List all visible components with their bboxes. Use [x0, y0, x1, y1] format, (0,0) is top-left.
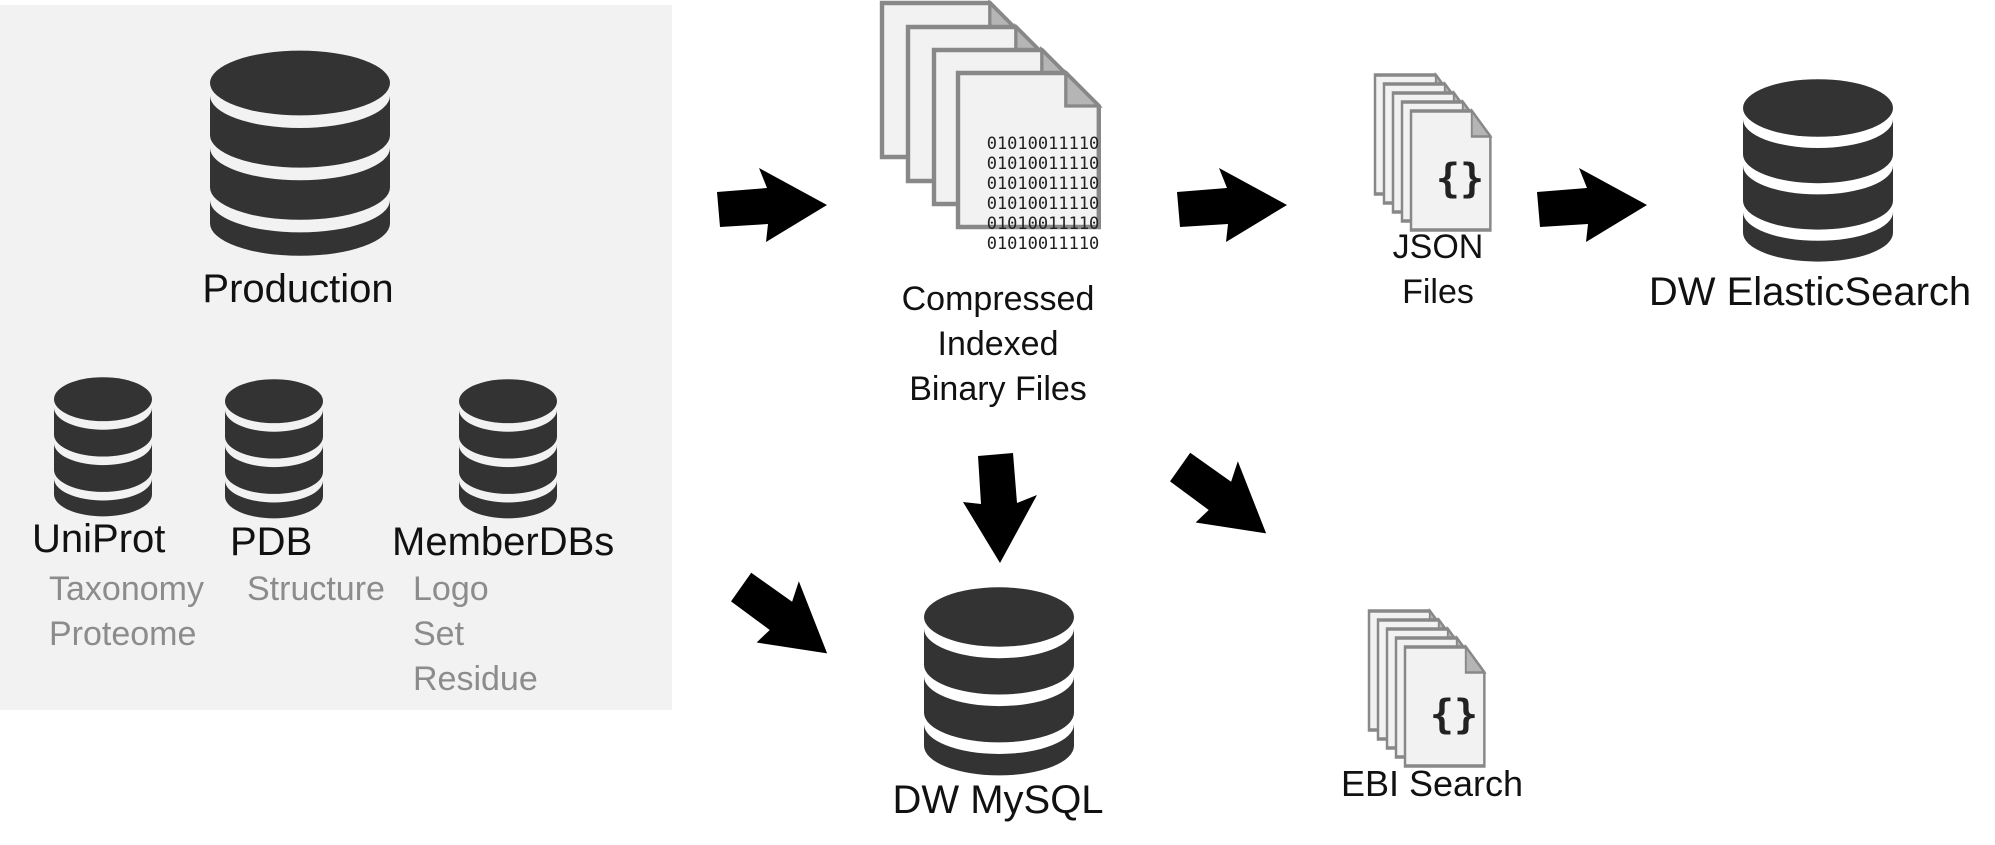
- bit-row: 01010011110: [987, 234, 1100, 254]
- binary-bits: 01010011110 01010011110 01010011110 0101…: [987, 134, 1100, 254]
- memberdbs-detail: Residue: [413, 660, 538, 698]
- json-files-label: JSON Files: [1393, 225, 1484, 315]
- memberdbs-database-icon: [459, 379, 557, 519]
- bit-row: 01010011110: [987, 194, 1100, 214]
- pdb-detail: Structure: [247, 570, 385, 608]
- bit-row: 01010011110: [987, 214, 1100, 234]
- json-files-label-line: Files: [1402, 273, 1474, 311]
- memberdbs-detail: Set: [413, 615, 465, 653]
- binary-files-label-line: Indexed: [937, 325, 1059, 363]
- arrow-right-icon: [1537, 168, 1647, 242]
- dw-elasticsearch-database-icon: [1743, 79, 1893, 262]
- bit-row: 01010011110: [987, 174, 1100, 194]
- arrow-diagonal-icon: [1158, 434, 1290, 562]
- binary-files-label: Compressed Indexed Binary Files: [902, 277, 1095, 412]
- production-label: Production: [202, 267, 394, 311]
- binary-files-label-line: Binary Files: [909, 370, 1087, 408]
- binary-files-label-line: Compressed: [901, 280, 1095, 318]
- arrow-right-icon: [717, 168, 827, 242]
- json-braces-glyph: {}: [1436, 156, 1484, 202]
- dw-mysql-label: DW MySQL: [892, 778, 1104, 822]
- ebi-braces-glyph: {}: [1430, 692, 1478, 738]
- arrow-down-icon: [963, 453, 1037, 563]
- memberdbs-detail: Logo: [413, 570, 489, 608]
- uniprot-detail: Taxonomy: [49, 570, 204, 608]
- uniprot-detail: Proteome: [49, 615, 197, 653]
- pdb-database-icon: [225, 379, 323, 519]
- uniprot-label: UniProt: [32, 517, 166, 561]
- pdb-label: PDB: [230, 520, 313, 564]
- production-panel: [0, 5, 672, 710]
- dw-elasticsearch-label: DW ElasticSearch: [1648, 270, 1972, 314]
- ebi-file-stack-icon: [1367, 609, 1487, 768]
- bit-row: 01010011110: [987, 154, 1100, 174]
- faded-arrow-diagonal-icon: [719, 554, 851, 682]
- production-database-icon: [210, 50, 390, 256]
- uniprot-database-icon: [54, 377, 152, 517]
- json-files-label-line: JSON: [1392, 228, 1484, 266]
- dw-mysql-database-icon: [924, 587, 1074, 776]
- json-file-stack-icon: [1373, 73, 1493, 232]
- memberdbs-label: MemberDBs: [392, 520, 615, 564]
- bit-row: 01010011110: [987, 134, 1100, 154]
- arrow-right-icon: [1177, 168, 1287, 242]
- ebi-search-label: EBI Search: [1340, 763, 1524, 804]
